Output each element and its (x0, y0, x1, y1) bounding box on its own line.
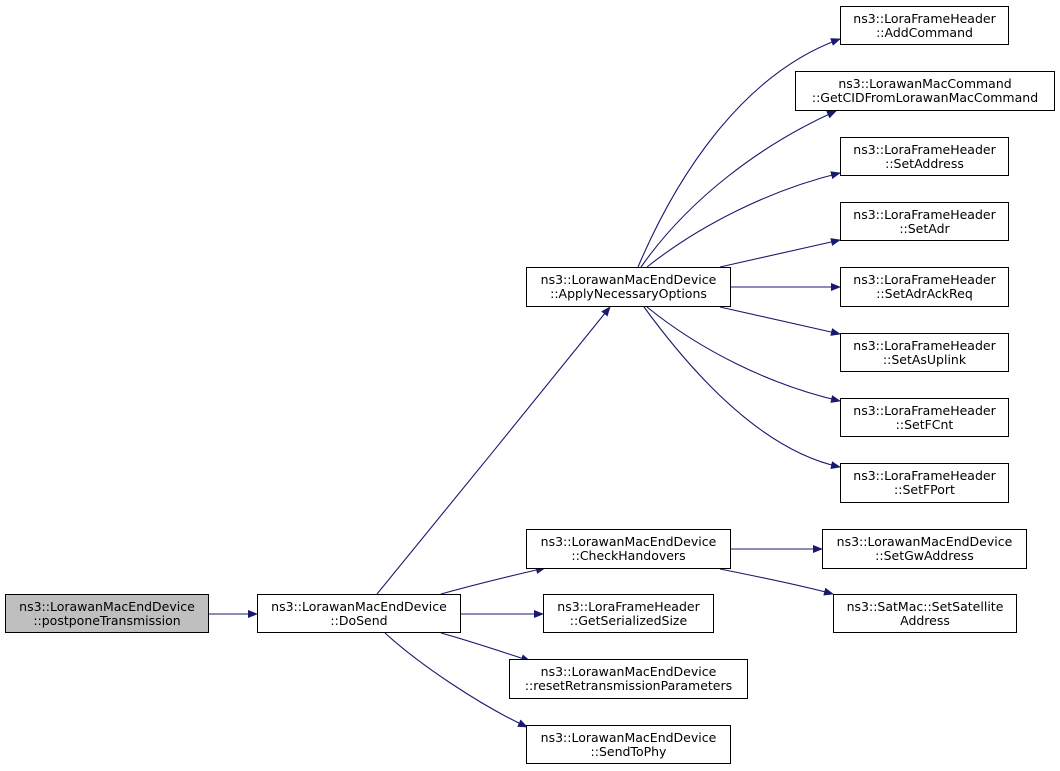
node-set-as-uplink-line2: ::SetAsUplink (882, 351, 967, 367)
node-apply-necessary-options[interactable]: ns3::LorawanMacEndDevice ::ApplyNecessar… (526, 267, 731, 307)
node-do-send-line1: ns3::LorawanMacEndDevice (271, 598, 447, 614)
node-set-as-uplink[interactable]: ns3::LoraFrameHeader ::SetAsUplink (840, 333, 1009, 372)
node-set-fport-line1: ns3::LoraFrameHeader (853, 468, 996, 483)
node-set-fport-line2: ::SetFPort (894, 482, 955, 497)
node-set-address-line1: ns3::LoraFrameHeader (853, 141, 996, 157)
node-set-fport[interactable]: ns3::LoraFrameHeader ::SetFPort (840, 463, 1009, 503)
node-set-satellite-address-line1: ns3::SatMac::SetSatellite (846, 598, 1004, 614)
edge-checkhandovers-to-setsatellite (719, 568, 834, 596)
node-set-as-uplink-line1: ns3::LoraFrameHeader (853, 337, 996, 353)
node-set-fcnt[interactable]: ns3::LoraFrameHeader ::SetFCnt (840, 398, 1009, 437)
node-set-gw-address-line2: ::SetGwAddress (875, 548, 974, 563)
node-send-to-phy-line2: ::SendToPhy (590, 743, 667, 759)
edge-dosend-to-applynecessary (376, 306, 611, 595)
node-reset-retransmission-parameters-line2: ::resetRetransmissionParameters (524, 678, 733, 693)
node-set-adr-ack-req[interactable]: ns3::LoraFrameHeader ::SetAdrAckReq (840, 267, 1009, 307)
node-get-cid-line2: ::GetCIDFromLorawanMacCommand (811, 90, 1039, 105)
node-apply-necessary-options-line2: ::ApplyNecessaryOptions (550, 286, 707, 301)
node-set-adr-line2: ::SetAdr (899, 220, 950, 236)
node-do-send[interactable]: ns3::LorawanMacEndDevice ::DoSend (257, 594, 461, 633)
node-add-command-line1: ns3::LoraFrameHeader (853, 10, 996, 26)
node-get-serialized-size[interactable]: ns3::LoraFrameHeader ::GetSerializedSize (543, 594, 714, 633)
edge-dosend-to-resetretrans (440, 632, 531, 662)
edge-dosend-to-sendtophy (384, 632, 528, 728)
node-set-gw-address[interactable]: ns3::LorawanMacEndDevice ::SetGwAddress (822, 529, 1027, 569)
node-do-send-line2: ::DoSend (330, 612, 388, 628)
node-set-adr-ack-req-line2: ::SetAdrAckReq (876, 286, 973, 301)
node-set-address[interactable]: ns3::LoraFrameHeader ::SetAddress (840, 137, 1009, 176)
edge-applynecessary-to-setadr (719, 238, 841, 268)
node-set-satellite-address[interactable]: ns3::SatMac::SetSatellite Address (833, 594, 1017, 633)
node-get-cid-from-lorawan-mac-command[interactable]: ns3::LorawanMacCommand ::GetCIDFromLoraw… (795, 71, 1055, 111)
node-get-serialized-size-line1: ns3::LoraFrameHeader (557, 598, 700, 614)
edge-applynecessary-to-setfcnt (646, 306, 841, 403)
node-set-adr-line1: ns3::LoraFrameHeader (853, 206, 996, 222)
node-set-gw-address-line1: ns3::LorawanMacEndDevice (836, 534, 1013, 549)
node-set-address-line2: ::SetAddress (885, 155, 964, 171)
node-set-adr-ack-req-line1: ns3::LoraFrameHeader (853, 272, 996, 287)
node-postpone-transmission: ns3::LorawanMacEndDevice ::postponeTrans… (5, 594, 209, 633)
node-set-adr[interactable]: ns3::LoraFrameHeader ::SetAdr (840, 202, 1009, 241)
node-check-handovers[interactable]: ns3::LorawanMacEndDevice ::CheckHandover… (526, 529, 731, 569)
node-set-fcnt-line2: ::SetFCnt (895, 416, 954, 432)
node-postpone-transmission-line2: ::postponeTransmission (33, 612, 181, 628)
edge-applynecessary-to-addcommand (637, 38, 841, 268)
node-reset-retransmission-parameters[interactable]: ns3::LorawanMacEndDevice ::resetRetransm… (509, 659, 748, 699)
node-check-handovers-line1: ns3::LorawanMacEndDevice (540, 534, 717, 549)
node-add-command-line2: ::AddCommand (876, 24, 973, 40)
node-set-fcnt-line1: ns3::LoraFrameHeader (853, 402, 996, 418)
node-send-to-phy[interactable]: ns3::LorawanMacEndDevice ::SendToPhy (526, 725, 731, 764)
node-reset-retransmission-parameters-line1: ns3::LorawanMacEndDevice (540, 664, 717, 679)
edge-applynecessary-to-setaddress (646, 171, 841, 268)
node-add-command[interactable]: ns3::LoraFrameHeader ::AddCommand (840, 6, 1009, 45)
node-send-to-phy-line1: ns3::LorawanMacEndDevice (540, 729, 717, 745)
edge-applynecessary-to-setasuplink (719, 306, 841, 336)
edge-applynecessary-to-setfport (643, 306, 841, 470)
node-get-cid-line1: ns3::LorawanMacCommand (838, 76, 1012, 91)
node-apply-necessary-options-line1: ns3::LorawanMacEndDevice (540, 272, 717, 287)
edge-dosend-to-checkhandovers (440, 566, 546, 595)
node-set-satellite-address-line2: Address (900, 612, 950, 628)
node-check-handovers-line2: ::CheckHandovers (571, 548, 686, 563)
node-postpone-transmission-line1: ns3::LorawanMacEndDevice (19, 598, 195, 614)
node-get-serialized-size-line2: ::GetSerializedSize (569, 612, 688, 628)
edge-applynecessary-to-getcid (640, 110, 837, 268)
